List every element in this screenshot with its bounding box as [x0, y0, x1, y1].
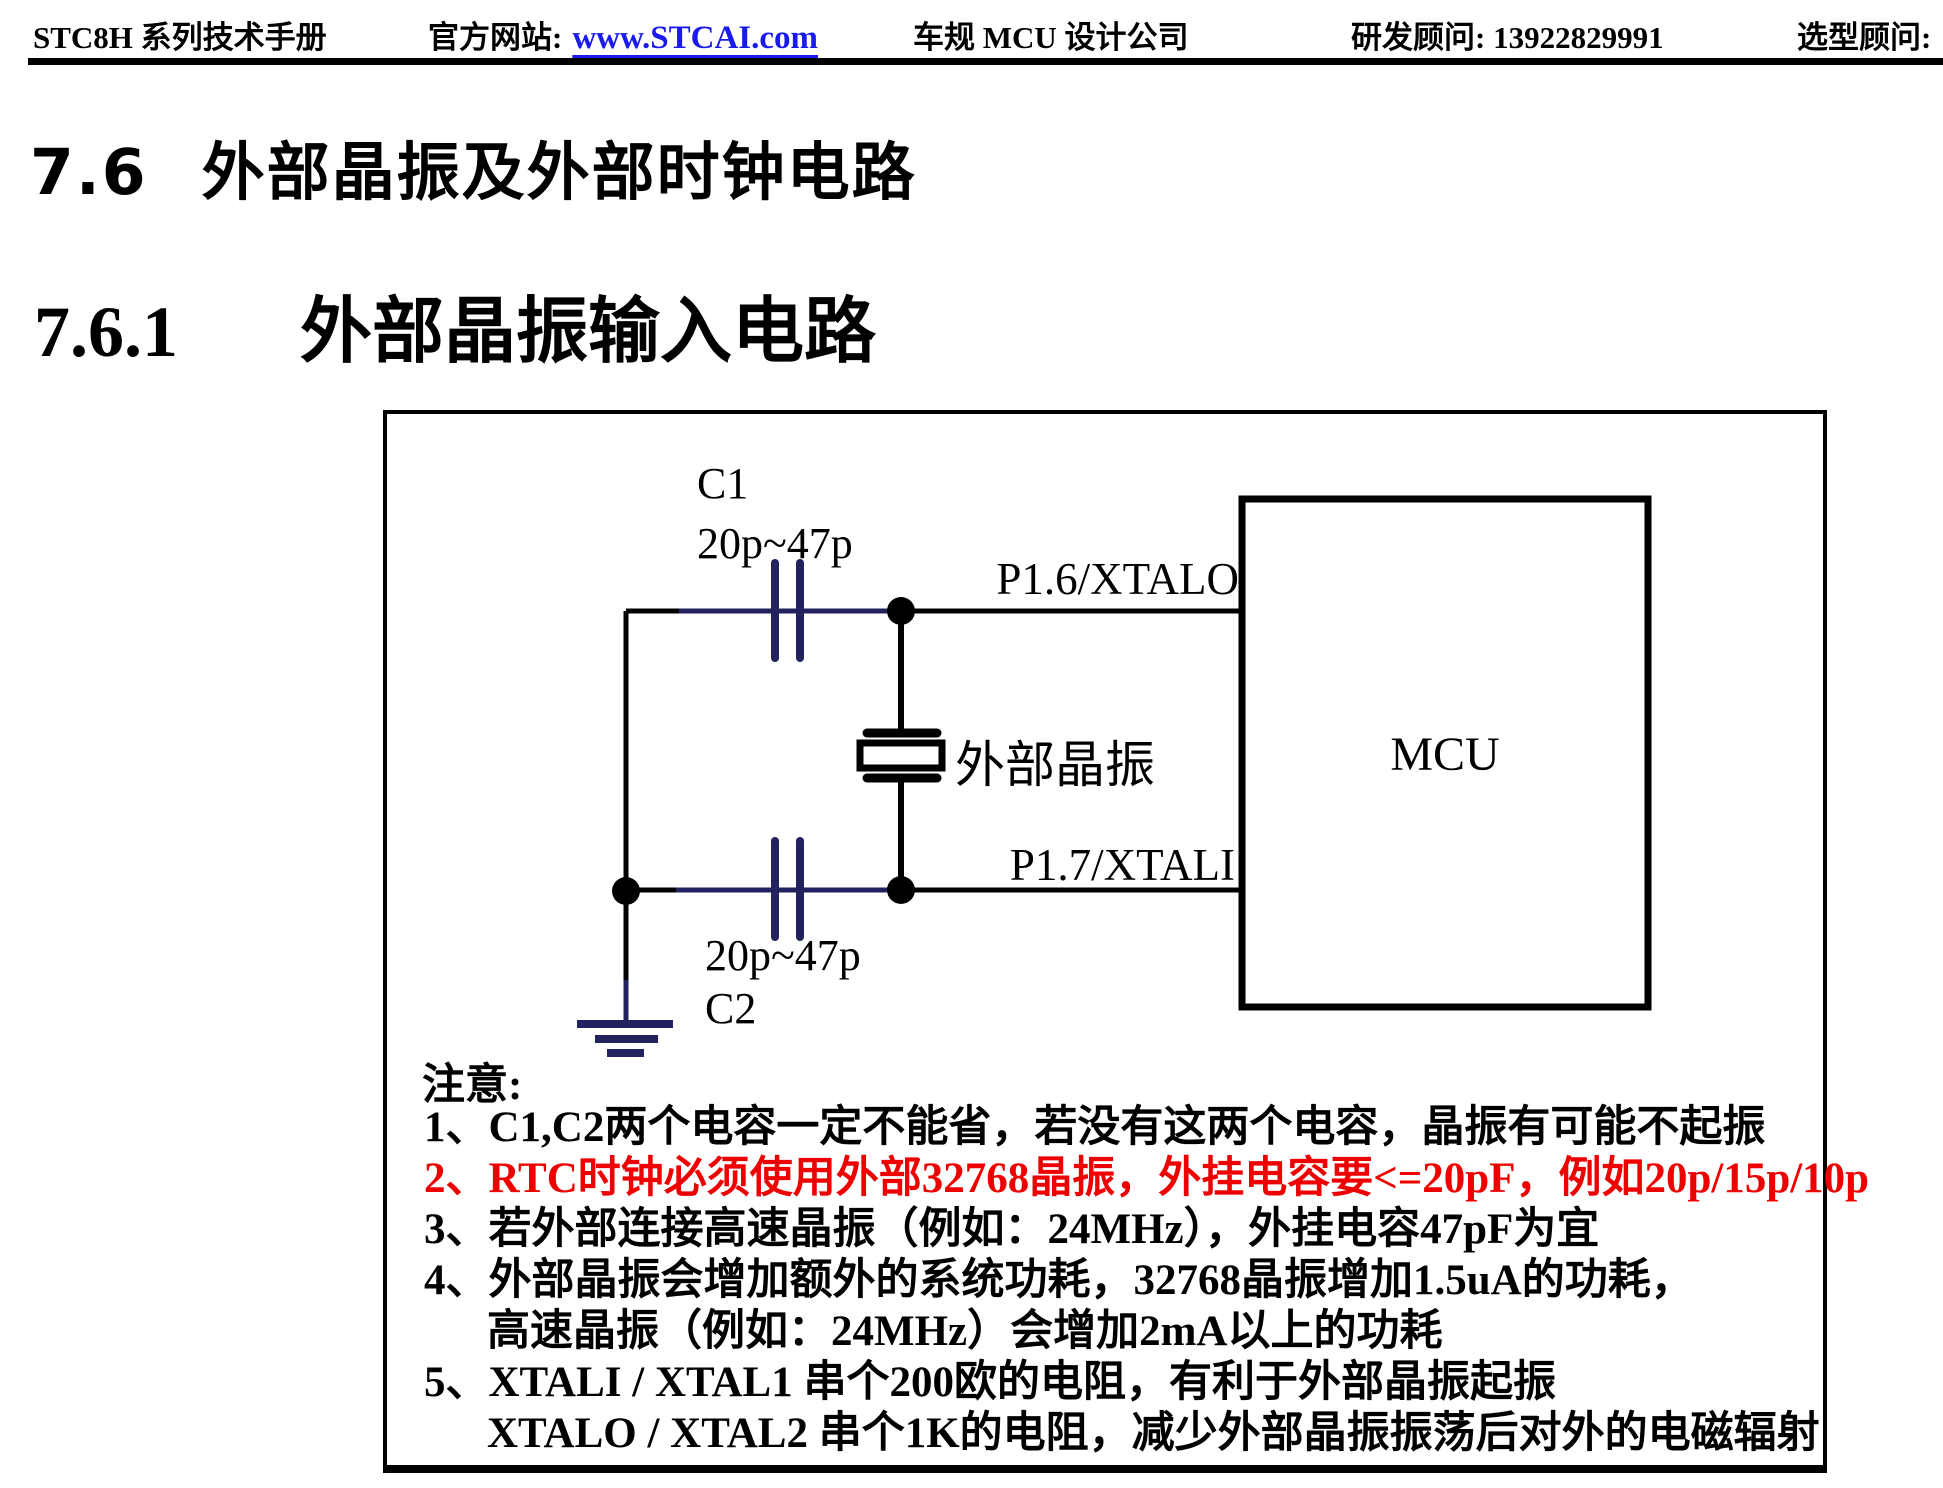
- c2-label: C2: [705, 984, 756, 1033]
- header-site: 官方网站: www.STCAI.com: [428, 12, 818, 57]
- note-line-5: 5、XTALI / XTAL1 串个200欧的电阻，有利于外部晶振起振: [424, 1359, 1556, 1406]
- pin-p17-xtali-label: P1.7/XTALI: [1010, 840, 1235, 890]
- crystal-circuit-diagram: MCU: [577, 459, 1652, 1057]
- header-divider: [28, 58, 1943, 65]
- c1-label: C1: [697, 459, 748, 508]
- header-rd-contact: 研发顾问: 13922829991: [1351, 20, 1664, 55]
- mcu-label: MCU: [1390, 728, 1499, 781]
- c2-value-label: 20p~47p: [705, 931, 861, 980]
- junction-dot-bottom-left: [612, 877, 640, 905]
- c1-value-label: 20p~47p: [697, 519, 853, 568]
- junction-dot-bottom: [887, 876, 915, 904]
- notes-heading: 注意:: [422, 1062, 523, 1109]
- figure-frame: MCU: [383, 410, 1869, 1473]
- notes-block: 注意: 1、C1,C2两个电容一定不能省，若没有这两个电容，晶振有可能不起振 2…: [383, 410, 1869, 1473]
- header-doc-title: STC8H 系列技术手册: [33, 20, 327, 55]
- note-line-3: 3、若外部连接高速晶振（例如：24MHz），外挂电容47pF为宜: [424, 1206, 1600, 1253]
- external-crystal-label: 外部晶振: [955, 737, 1155, 793]
- note-line-1: 1、C1,C2两个电容一定不能省，若没有这两个电容，晶振有可能不起振: [424, 1104, 1766, 1151]
- header-site-link[interactable]: www.STCAI.com: [572, 20, 819, 56]
- section-title: 7.6 外部晶振及外部时钟电路: [30, 122, 917, 213]
- subsection-number: 7.6.1: [34, 292, 178, 372]
- subsection-title-text: 外部晶振输入电路: [300, 292, 877, 372]
- junction-dot-top: [887, 597, 915, 625]
- note-line-4: 4、外部晶振会增加额外的系统功耗，32768晶振增加1.5uA的功耗，: [424, 1257, 1694, 1304]
- note-line-2: 2、RTC时钟必须使用外部32768晶振，外挂电容要<=20pF，例如20p/1…: [424, 1155, 1870, 1202]
- header-sel-contact: 选型顾问:: [1797, 20, 1932, 55]
- header-site-label: 官方网站:: [428, 20, 563, 55]
- header-company: 车规 MCU 设计公司: [913, 20, 1189, 55]
- section-title-text: 外部晶振及外部时钟电路: [201, 136, 917, 209]
- note-line-4-continued: 高速晶振（例如：24MHz）会增加2mA以上的功耗: [487, 1308, 1443, 1355]
- mcu-box: [1238, 495, 1652, 1011]
- crystal-body: [856, 739, 946, 772]
- note-line-5-continued: XTALO / XTAL2 串个1K的电阻，减少外部晶振振荡后对外的电磁辐射: [487, 1410, 1820, 1457]
- section-number: 7.6: [30, 136, 148, 209]
- pin-p16-xtalo-label: P1.6/XTALO: [996, 554, 1239, 604]
- subsection-title: 7.6.1 外部晶振输入电路: [34, 272, 876, 377]
